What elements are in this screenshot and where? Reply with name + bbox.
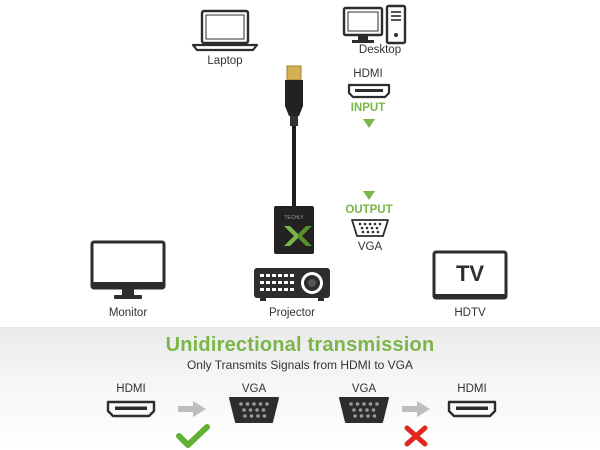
example2-hdmi-port-icon <box>447 400 497 418</box>
desktop-icon <box>342 4 407 45</box>
hdmi-to-vga-adapter-cable: TECHLY <box>274 65 314 254</box>
projector-label: Projector <box>268 307 316 319</box>
input-label: INPUT <box>350 102 386 114</box>
tv-screen-text: TV <box>455 261 485 286</box>
monitor-icon <box>90 240 166 299</box>
example2-to-label: HDMI <box>457 383 487 395</box>
svg-text:TECHLY: TECHLY <box>284 215 304 221</box>
projector-icon <box>254 268 330 301</box>
example2-arrow-right-icon <box>402 401 430 417</box>
example1-arrow-right-icon <box>178 401 206 417</box>
banner-title: Unidirectional transmission <box>165 334 435 356</box>
input-arrow-down-icon <box>363 119 375 128</box>
cross-icon <box>404 425 428 447</box>
laptop-icon <box>191 9 259 52</box>
hdmi-port-icon <box>347 83 391 99</box>
banner-subtitle: Only Transmits Signals from HDMI to VGA <box>186 358 414 372</box>
output-arrow-down-icon <box>363 191 375 200</box>
laptop-label: Laptop <box>207 55 243 67</box>
example1-from-label: HDMI <box>116 383 146 395</box>
example2-vga-port-icon <box>339 397 389 423</box>
input-port-label: HDMI <box>353 68 383 80</box>
example1-hdmi-port-icon <box>106 400 156 418</box>
monitor-label: Monitor <box>108 307 148 319</box>
hdtv-label: HDTV <box>454 307 486 319</box>
check-icon <box>176 424 210 448</box>
example2-from-label: VGA <box>351 383 377 395</box>
bottom-banner <box>0 327 600 450</box>
desktop-label: Desktop <box>358 44 402 56</box>
output-label: OUTPUT <box>345 204 393 216</box>
example1-vga-port-icon <box>229 397 279 423</box>
example1-to-label: VGA <box>241 383 267 395</box>
tv-icon <box>432 250 508 300</box>
output-port-label: VGA <box>357 241 383 253</box>
vga-port-icon <box>351 219 389 237</box>
